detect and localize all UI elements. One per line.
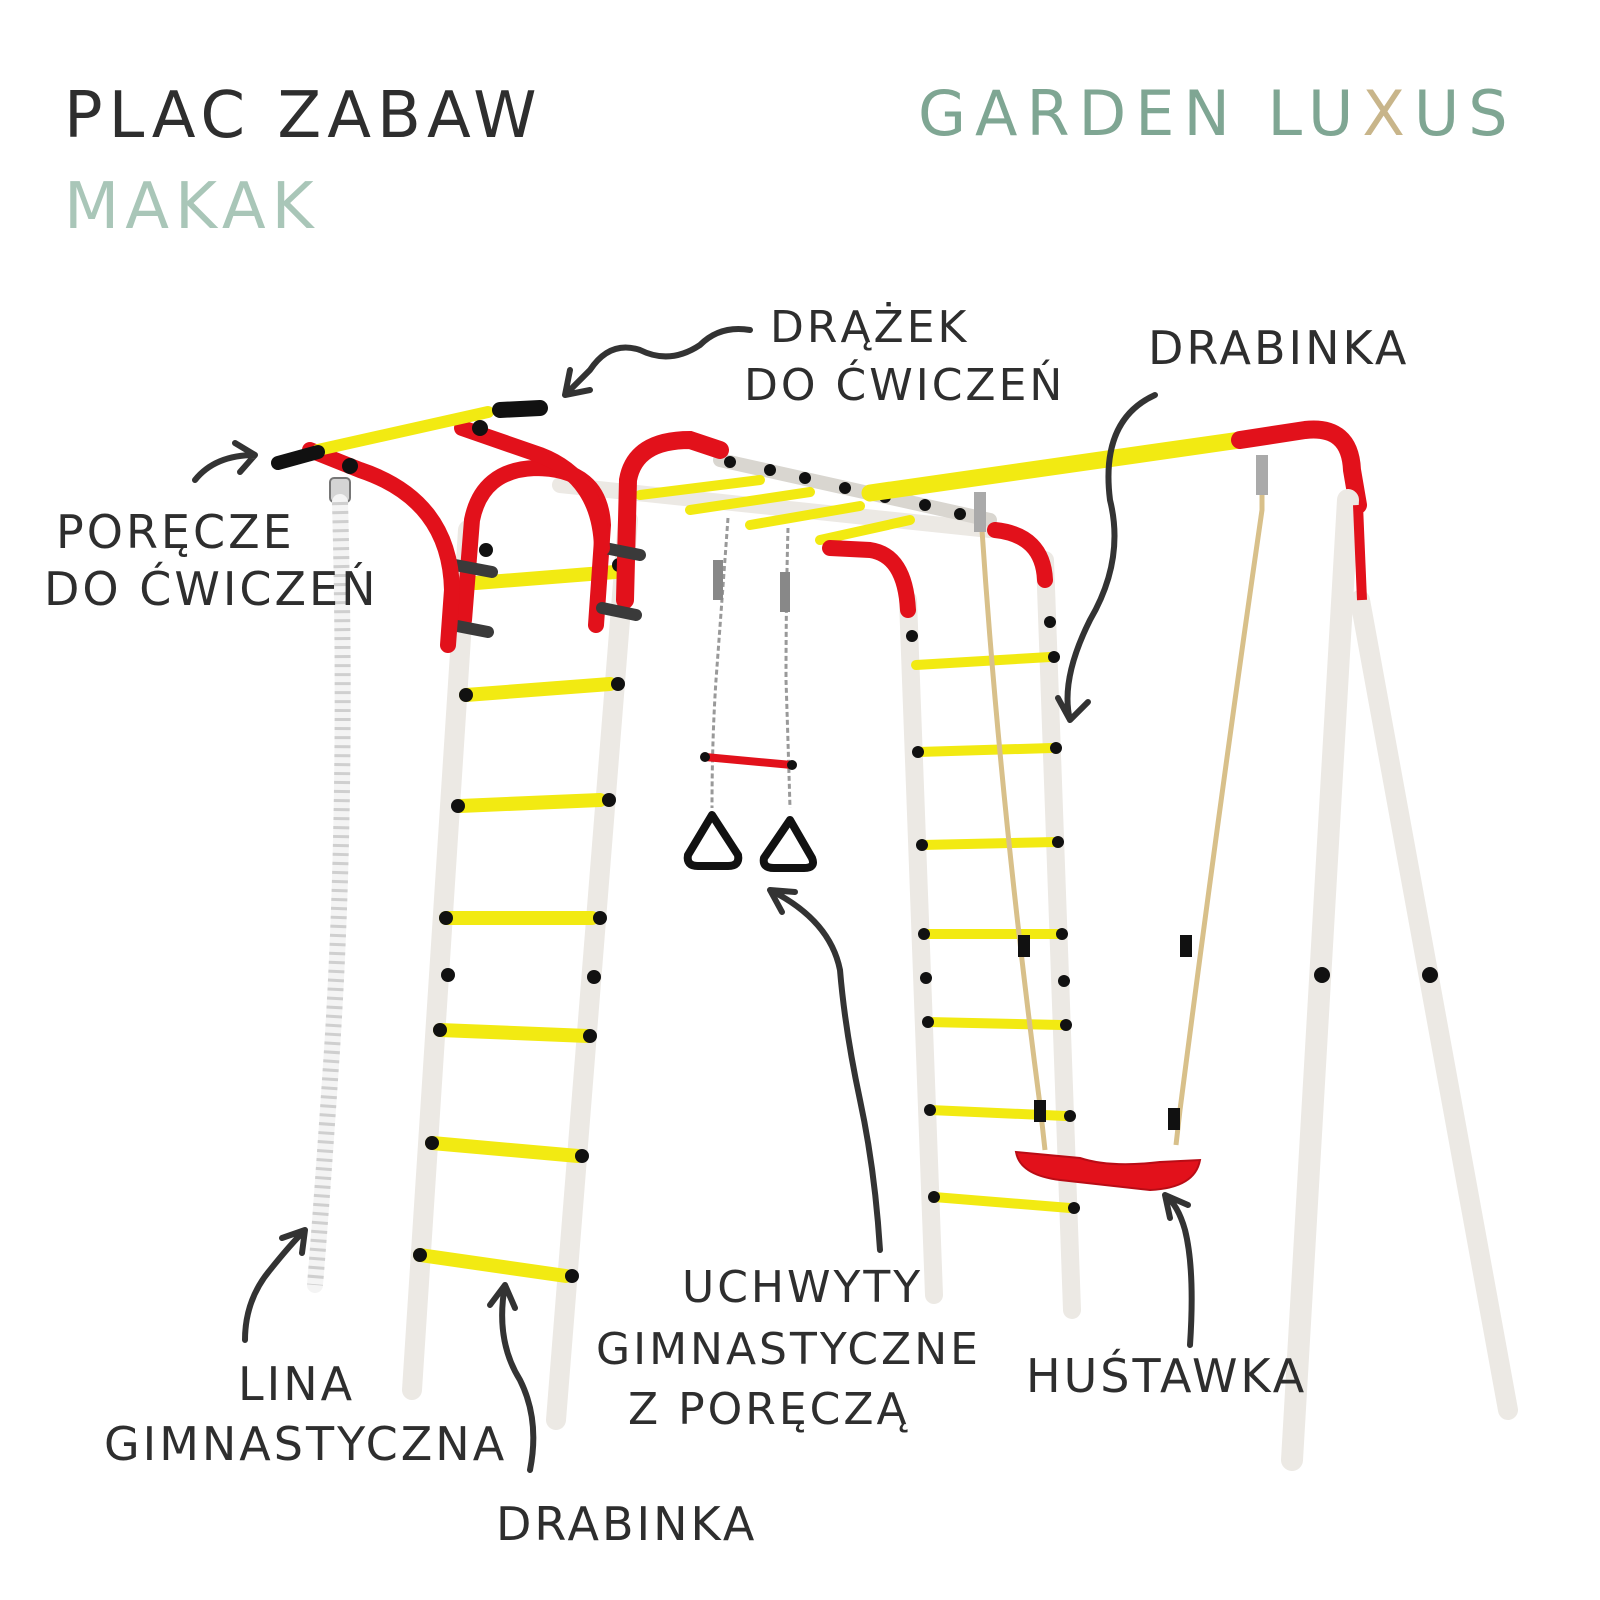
label-uchwyty-line3: Z PORĘCZĄ [628,1384,910,1435]
arrow-uchwyty [767,887,883,1253]
page-title: PLAC ZABAW [64,79,543,153]
arrow-drabinka-top [1055,392,1158,723]
label-drabinka-bottom: DRABINKA [496,1497,757,1551]
label-uchwyty-line2: GIMNASTYCZNE [596,1324,981,1375]
playground-illustration [271,400,1518,1471]
pullup-bar [312,406,494,456]
arrow-hustawka [1162,1192,1195,1348]
trapeze-bar [701,753,796,769]
ring-left [683,811,743,870]
brand-part1: GARDEN LU [918,77,1362,150]
arrow-porecze [192,440,258,483]
brand-x: X [1362,77,1413,150]
top-beam-bolts [724,456,966,520]
label-lina-line2: GIMNASTYCZNA [104,1417,507,1471]
label-drazek: DRĄŻEK DO ĆWICZEŃ [744,301,1065,411]
arrow-drazek [562,326,753,398]
pullup-and-parallel-bars [271,400,610,653]
monkey-bar-rungs [635,475,915,545]
swing-seat [1014,1150,1202,1192]
label-porecze-line1: PORĘCZE [56,505,295,559]
swing-top-bar-red [1231,420,1367,514]
label-lina-line1: LINA [238,1357,355,1411]
brand-part2: US [1414,77,1517,150]
ring-right [759,816,817,872]
swing-leg-back [1350,590,1518,1420]
label-porecze-line2: DO ĆWICZEŃ [44,562,379,616]
label-lina: LINA GIMNASTYCZNA [104,1357,507,1471]
swing-top-bar-yellow [861,431,1249,502]
page-subtitle: MAKAK [64,170,320,244]
svg-text:GARDEN LUXUS: GARDEN LUXUS [918,77,1517,150]
brand-logo: GARDEN LUXUS [918,77,1517,150]
arrow-lina [242,1227,308,1343]
label-hustawka: HUŚTAWKA [1026,1349,1307,1403]
label-uchwyty-line1: UCHWYTY [682,1262,923,1313]
label-porecze: PORĘCZE DO ĆWICZEŃ [44,505,379,616]
right-ladder [822,522,1081,1319]
label-drabinka-top: DRABINKA [1148,321,1409,375]
swing-leg-red-sleeve [1353,504,1367,601]
swing [974,455,1268,1192]
gymnastic-rings-trapeze [683,517,817,872]
arrow-drabinka-bottom [487,1282,537,1473]
climbing-rope [307,477,351,1293]
label-uchwyty: UCHWYTY GIMNASTYCZNE Z PORĘCZĄ [596,1262,998,1435]
label-drazek-line1: DRĄŻEK [770,301,969,353]
label-drazek-line2: DO ĆWICZEŃ [744,358,1065,411]
annotation-arrows [192,326,1195,1473]
left-ladder [402,430,729,1430]
